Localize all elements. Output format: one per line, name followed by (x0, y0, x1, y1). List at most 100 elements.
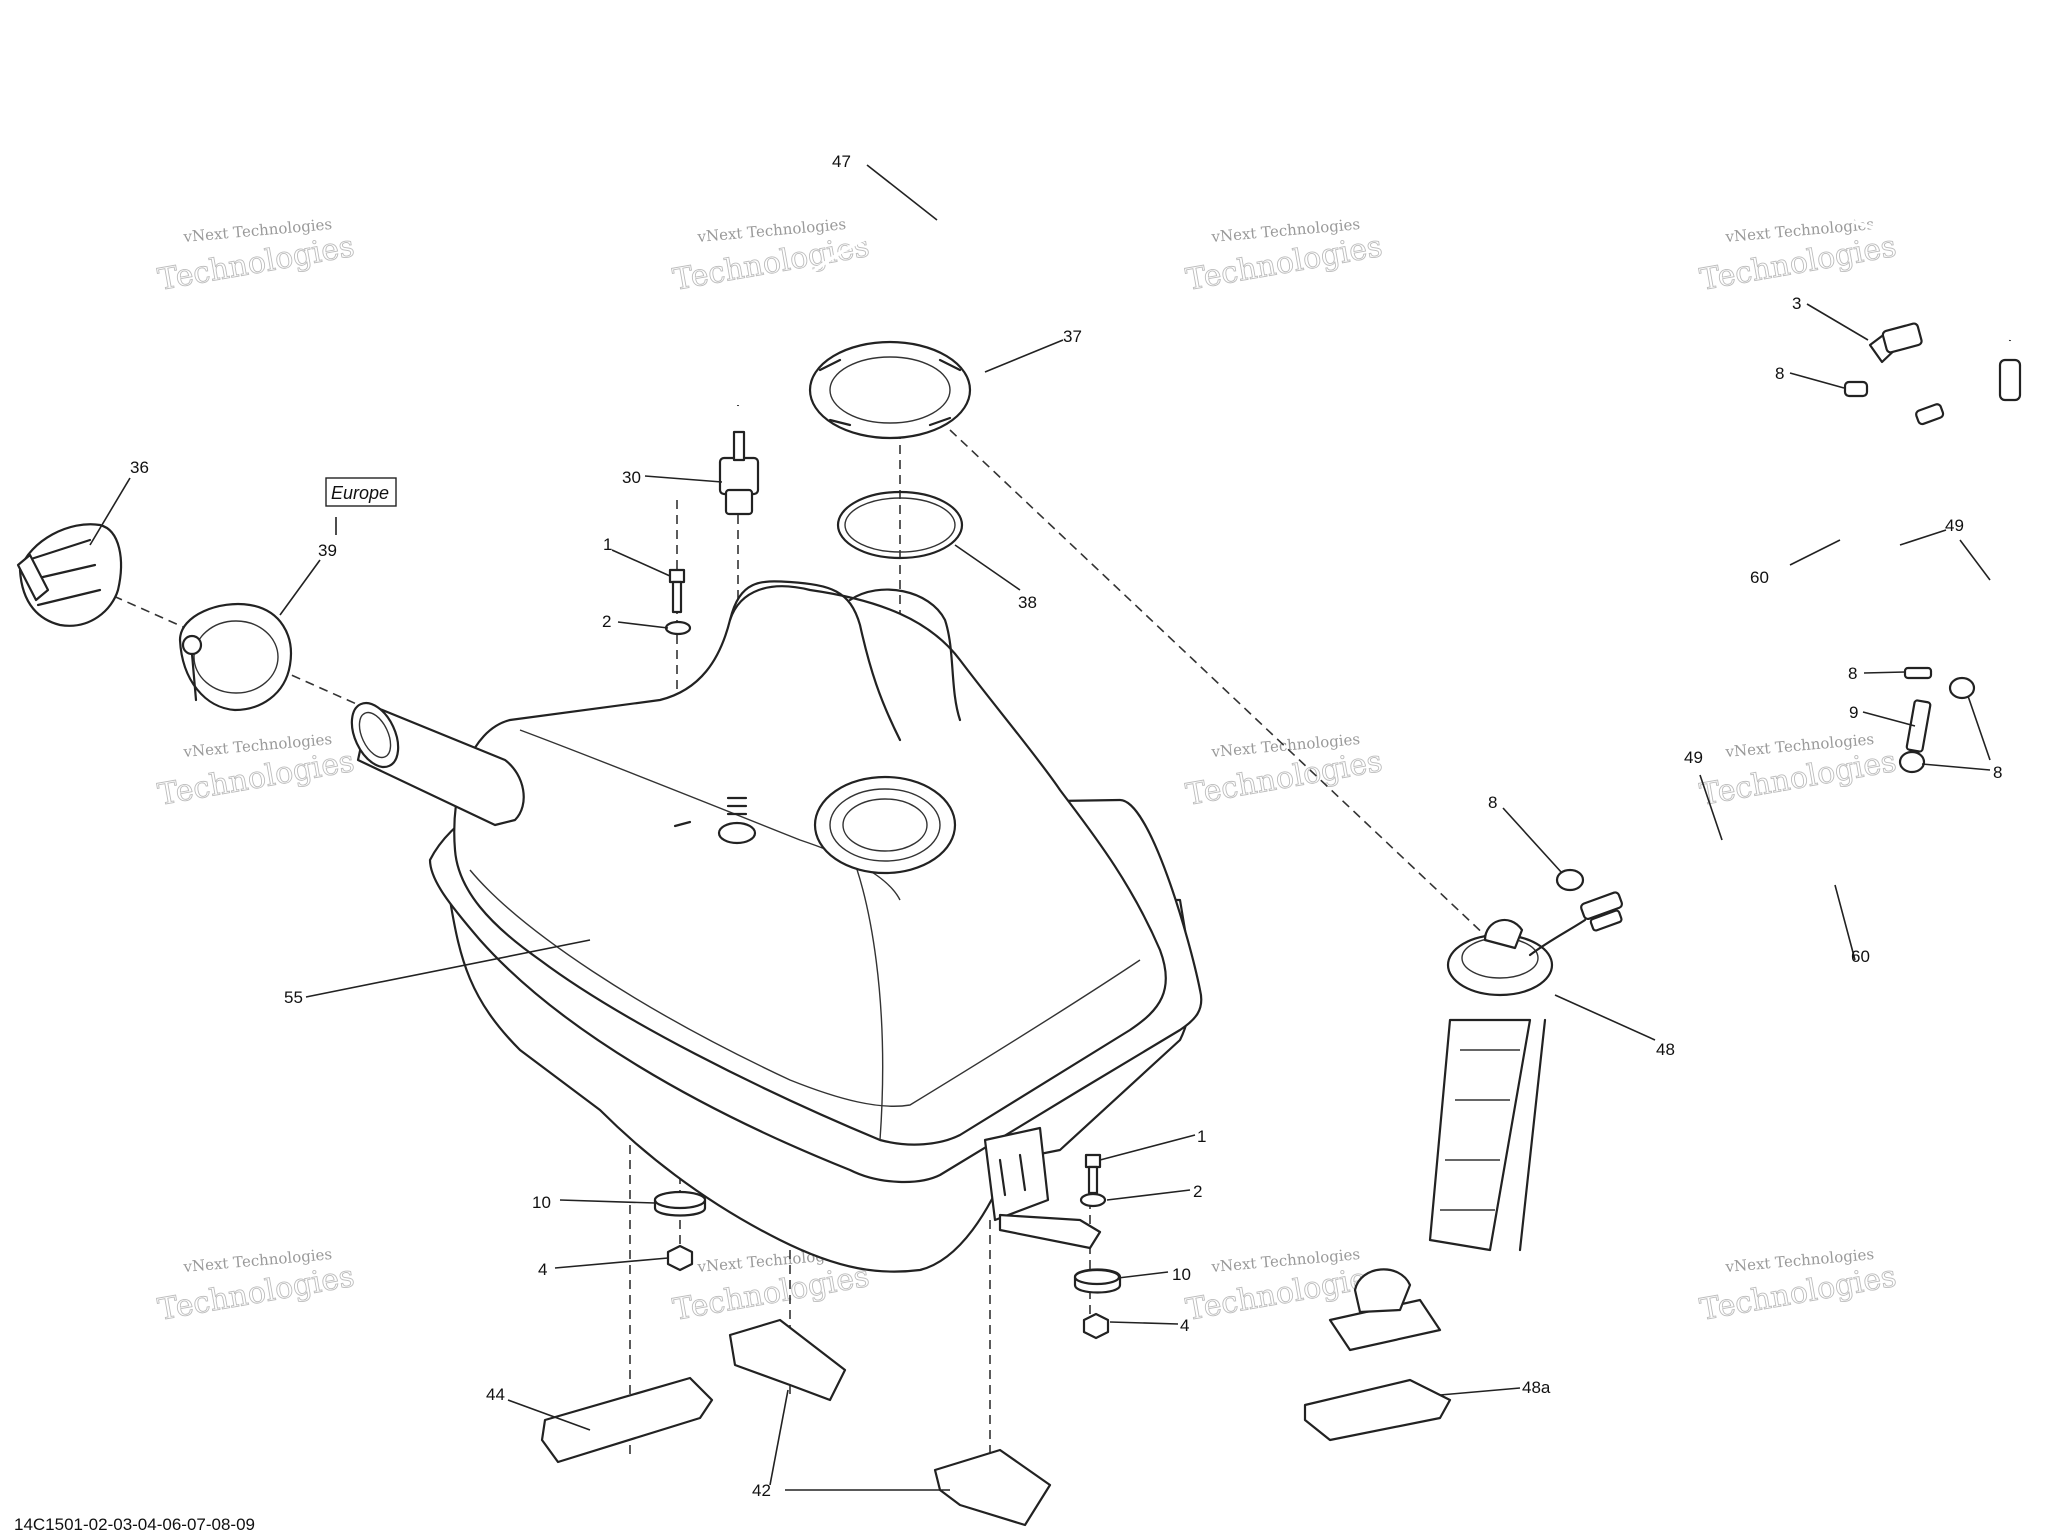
callout-2-top: 2 (602, 612, 611, 631)
leader-38 (954, 544, 1021, 591)
valve-thread (724, 488, 754, 516)
leader-4-right (1109, 1321, 1179, 1325)
callout-49-lower: 49 (1684, 748, 1703, 767)
callout-9: 9 (1849, 703, 1858, 722)
hose-60-lower-fill (1741, 821, 1931, 894)
lock-ring-tabs (818, 358, 962, 427)
tank-top (453, 585, 1167, 1146)
o-ring-outer (836, 490, 964, 560)
assembly-line-pump (949, 429, 1491, 941)
leader-2-top (617, 621, 669, 629)
tank-sender-port (717, 821, 757, 845)
bracket-slots (998, 1153, 1027, 1197)
leader-8-top (1789, 372, 1845, 389)
clamp-8-hose-top (1915, 403, 1945, 426)
leader-10-left (559, 1199, 656, 1204)
callout-48: 48 (1656, 1040, 1675, 1059)
inline-valve (1998, 358, 2022, 402)
o-ring-inner (844, 497, 956, 553)
leader-37 (984, 339, 1064, 373)
bumper-pads (540, 1318, 1452, 1527)
leader-48 (1554, 994, 1656, 1041)
callout-60-upper: 60 (1750, 568, 1769, 587)
tank-thread-studs (726, 796, 748, 816)
pump-rod (1518, 1018, 1547, 1252)
hose-49-curved-fill (1966, 529, 2048, 664)
hoses (1581, 406, 2048, 894)
valve-nipple (732, 430, 746, 462)
leader-44 (507, 1399, 591, 1431)
leader-8-mid (1863, 671, 1906, 674)
leader-55 (305, 939, 591, 998)
bolt-shank-left (671, 580, 683, 614)
callout-44: 44 (486, 1385, 505, 1404)
locking-cap-part (178, 602, 293, 712)
leader-8-pump (1502, 807, 1563, 874)
tee-9 (1905, 699, 1932, 753)
leader-60-lower (1834, 884, 1856, 961)
callout-10-left: 10 (532, 1193, 551, 1212)
filler-neck (350, 701, 525, 827)
leader-3 (1806, 303, 1869, 341)
callout-labels: 36 Europe 39 47 37 30 38 1 2 55 10 4 1 2… (130, 152, 2002, 1500)
pad-48a (1303, 1378, 1452, 1442)
callout-55: 55 (284, 988, 303, 1007)
locking-cap-body (178, 602, 293, 712)
leader-1-top (611, 549, 671, 577)
washer-left (664, 620, 692, 636)
pump-body (1428, 1018, 1532, 1252)
callout-3: 3 (1792, 294, 1801, 313)
vent-hose-inner (736, 23, 2014, 406)
bracket-plate (983, 1126, 1050, 1222)
pad-42-bottom (933, 1448, 1052, 1527)
leader-36 (89, 477, 131, 546)
valve-part (718, 430, 760, 516)
fittings (1555, 322, 2022, 892)
tank-pump-opening-core (842, 798, 928, 852)
pump-outlet (1483, 919, 1524, 950)
leader-49-upper (1899, 529, 1947, 546)
callout-1-bottom: 1 (1197, 1127, 1206, 1146)
pump-connector (1580, 891, 1624, 921)
lock-ring-part (808, 340, 972, 440)
callout-1-top: 1 (603, 535, 612, 554)
leader-4-left (554, 1257, 669, 1269)
leader-lines (89, 164, 1991, 1491)
leader-8-right (1967, 695, 1991, 761)
hose-49-upper-fill (1848, 406, 1934, 649)
callout-48a: 48a (1522, 1378, 1551, 1397)
tank-neck-hump (728, 580, 902, 742)
fasteners (653, 568, 1122, 1340)
tank-slot (673, 820, 692, 828)
valve-body (718, 456, 760, 496)
clamp-8-tee (1898, 750, 1926, 774)
bolt-head-right (1084, 1153, 1102, 1169)
hose-60-upper-fill (1799, 436, 1889, 649)
leader-48a (1439, 1387, 1521, 1396)
leader-49-lower (1699, 774, 1723, 841)
callout-4-right: 4 (1180, 1316, 1189, 1335)
diagram-reference-code: 14C1501-02-03-04-06-07-08-09 (14, 1515, 255, 1534)
pad-44 (540, 1376, 714, 1464)
bolt-head-left (668, 568, 686, 584)
callout-60-lower: 60 (1851, 947, 1870, 966)
nut-right (1082, 1312, 1110, 1340)
callout-36: 36 (130, 458, 149, 477)
region-label: Europe (331, 483, 389, 503)
pump-connector-2 (1589, 909, 1623, 932)
callout-37: 37 (1063, 327, 1082, 346)
pad-42-top (728, 1318, 847, 1402)
mount-bracket (983, 1126, 1102, 1250)
fuel-pump-part (1328, 891, 1624, 1352)
filler-neck-mouth-inner (358, 711, 392, 759)
clamp-8-pump (1555, 868, 1585, 892)
gas-cap-handle (16, 553, 50, 602)
callout-30: 30 (622, 468, 641, 487)
leader-42-top (769, 1389, 789, 1486)
filler-neck-mouth (350, 701, 400, 769)
o-ring-part (836, 490, 964, 560)
tank-contour-3 (519, 729, 901, 901)
filler-neck-tube (356, 703, 525, 827)
assembly-line-cap (99, 589, 371, 711)
